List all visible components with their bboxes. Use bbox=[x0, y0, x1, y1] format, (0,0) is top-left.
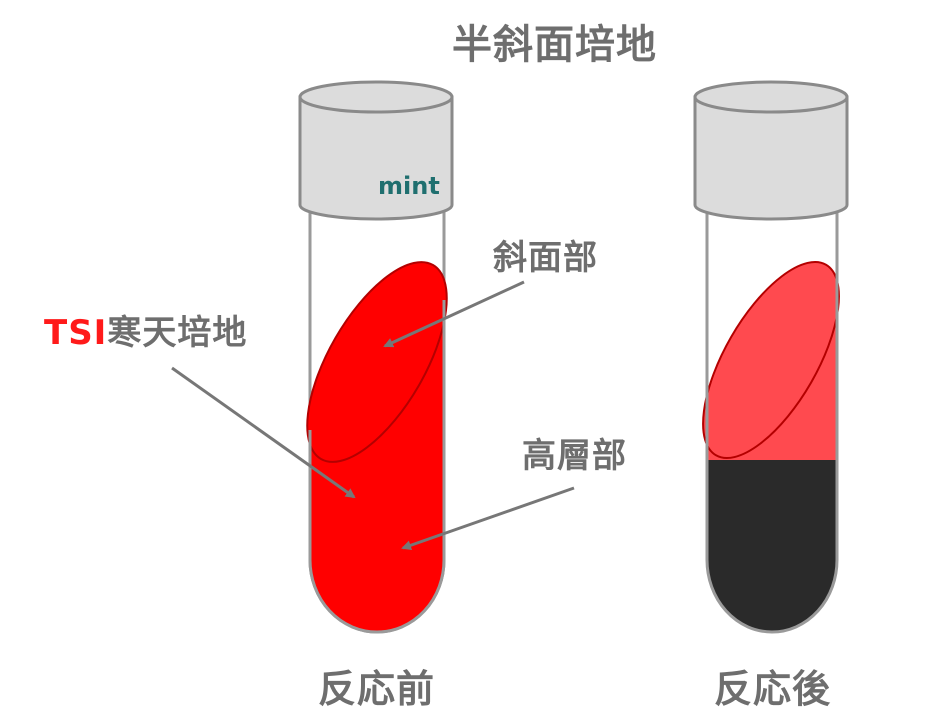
tube-before bbox=[279, 82, 474, 632]
diagram-title: 半斜面培地 bbox=[452, 12, 657, 70]
label-after: 反応後 bbox=[714, 658, 831, 713]
label-medium-suffix: 寒天培地 bbox=[107, 313, 247, 353]
label-slant: 斜面部 bbox=[493, 230, 598, 279]
label-butt: 高層部 bbox=[522, 428, 627, 477]
label-medium-prefix: TSI bbox=[44, 313, 107, 353]
label-medium: TSI寒天培地 bbox=[44, 305, 247, 354]
tube-after bbox=[676, 82, 866, 660]
label-before: 反応前 bbox=[318, 658, 435, 713]
brand-logo: mint bbox=[378, 172, 440, 200]
tube-after-cap bbox=[695, 82, 847, 219]
tube-after-butt bbox=[700, 460, 845, 660]
